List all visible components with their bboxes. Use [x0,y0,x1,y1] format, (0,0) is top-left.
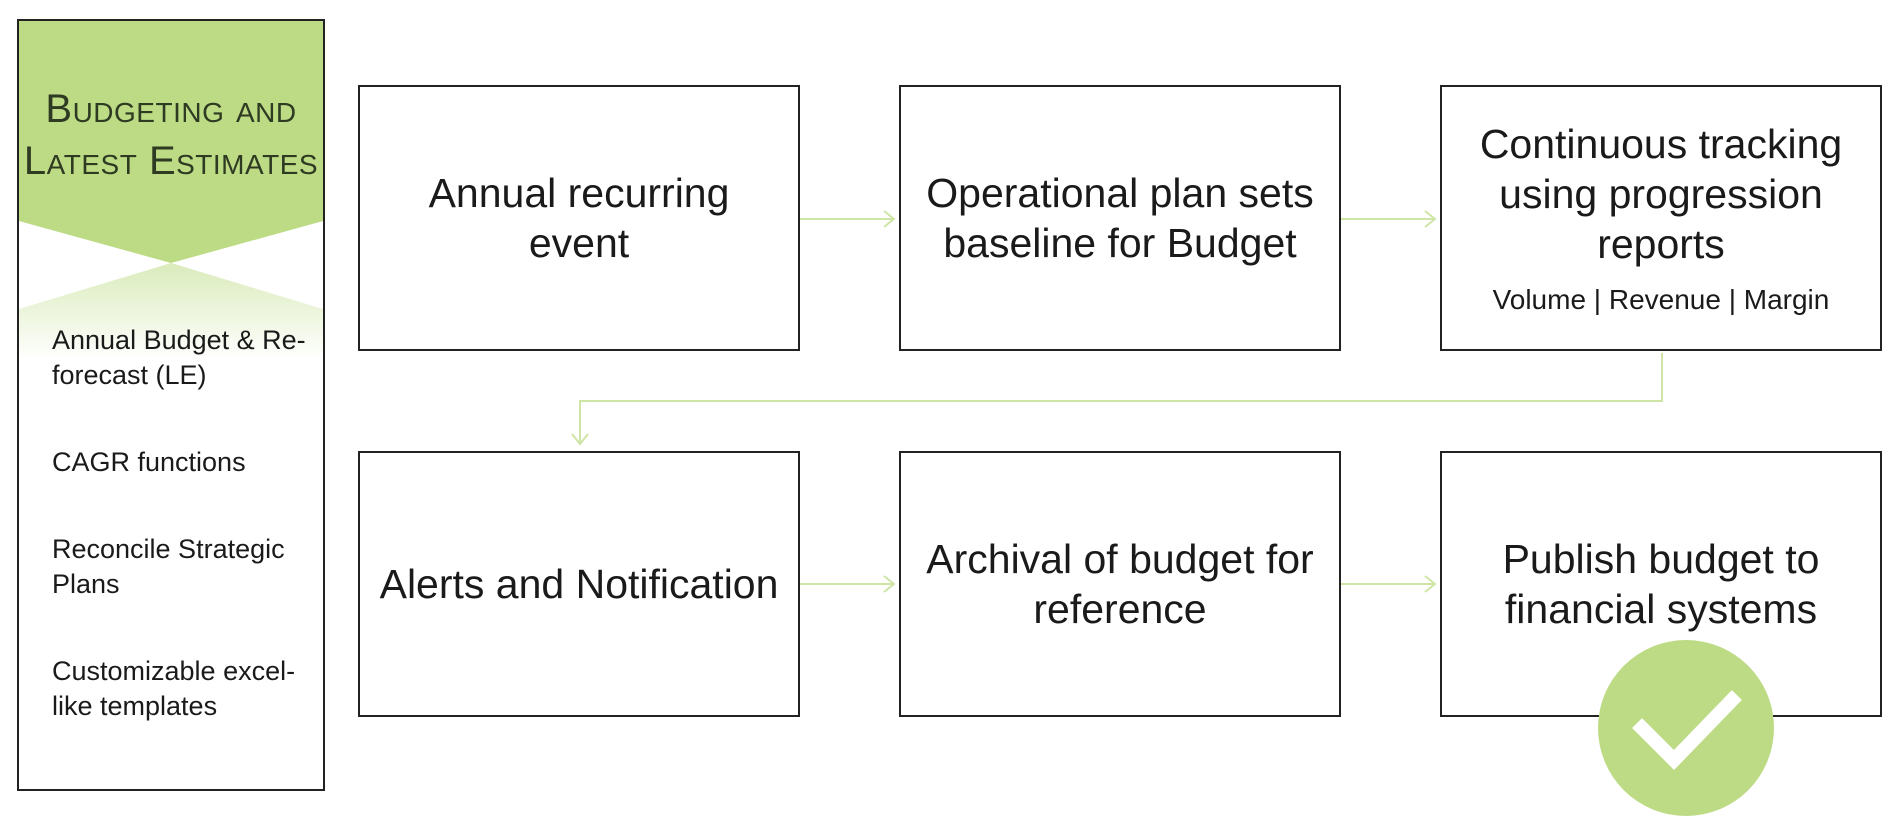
step-title: Publish budget to financial systems [1502,536,1820,632]
feature-item-cagr: CAGR functions [52,447,246,477]
step-annual-recurring-event: Annual recurring event [358,85,800,351]
feature-list: Annual Budget & Re-forecast (LE) CAGR fu… [52,323,314,776]
step-operational-plan: Operational plan sets baseline for Budge… [899,85,1341,351]
step-continuous-tracking: Continuous tracking using progression re… [1440,85,1882,351]
step-publish-budget: Publish budget to financial systems [1440,451,1882,717]
step-title: Archival of budget for reference [926,536,1314,632]
sidebar-banner-chevron [19,21,323,361]
step-title: Annual recurring event [428,170,730,266]
arrowhead-step6 [1424,575,1437,593]
feature-item-templates: Customizable excel-like templates [52,656,296,721]
sidebar-title: Budgeting and Latest Estimates [19,83,323,187]
feature-item-reconcile: Reconcile Strategic Plans [52,534,285,599]
feature-item-annual-budget: Annual Budget & Re-forecast (LE) [52,325,306,390]
step-archival: Archival of budget for reference [899,451,1341,717]
step-title: Operational plan sets baseline for Budge… [926,170,1314,266]
arrowhead-step2 [883,210,896,228]
connector-step3-step4 [579,353,1663,444]
arrowhead-step4 [571,433,589,446]
sidebar-title-line1: Budgeting and [45,87,297,131]
step-title: Alerts and Notification [379,561,779,607]
step-alerts-notification: Alerts and Notification [358,451,800,717]
arrowhead-step5 [883,575,896,593]
sidebar-panel: Budgeting and Latest Estimates Annual Bu… [17,19,325,791]
step-title: Continuous tracking using progression re… [1479,121,1843,267]
checkmark-icon [1598,640,1774,816]
arrowhead-step3 [1424,210,1437,228]
step-subtitle: Volume | Revenue | Margin [1492,284,1830,315]
sidebar-title-line2: Latest Estimates [23,139,319,183]
